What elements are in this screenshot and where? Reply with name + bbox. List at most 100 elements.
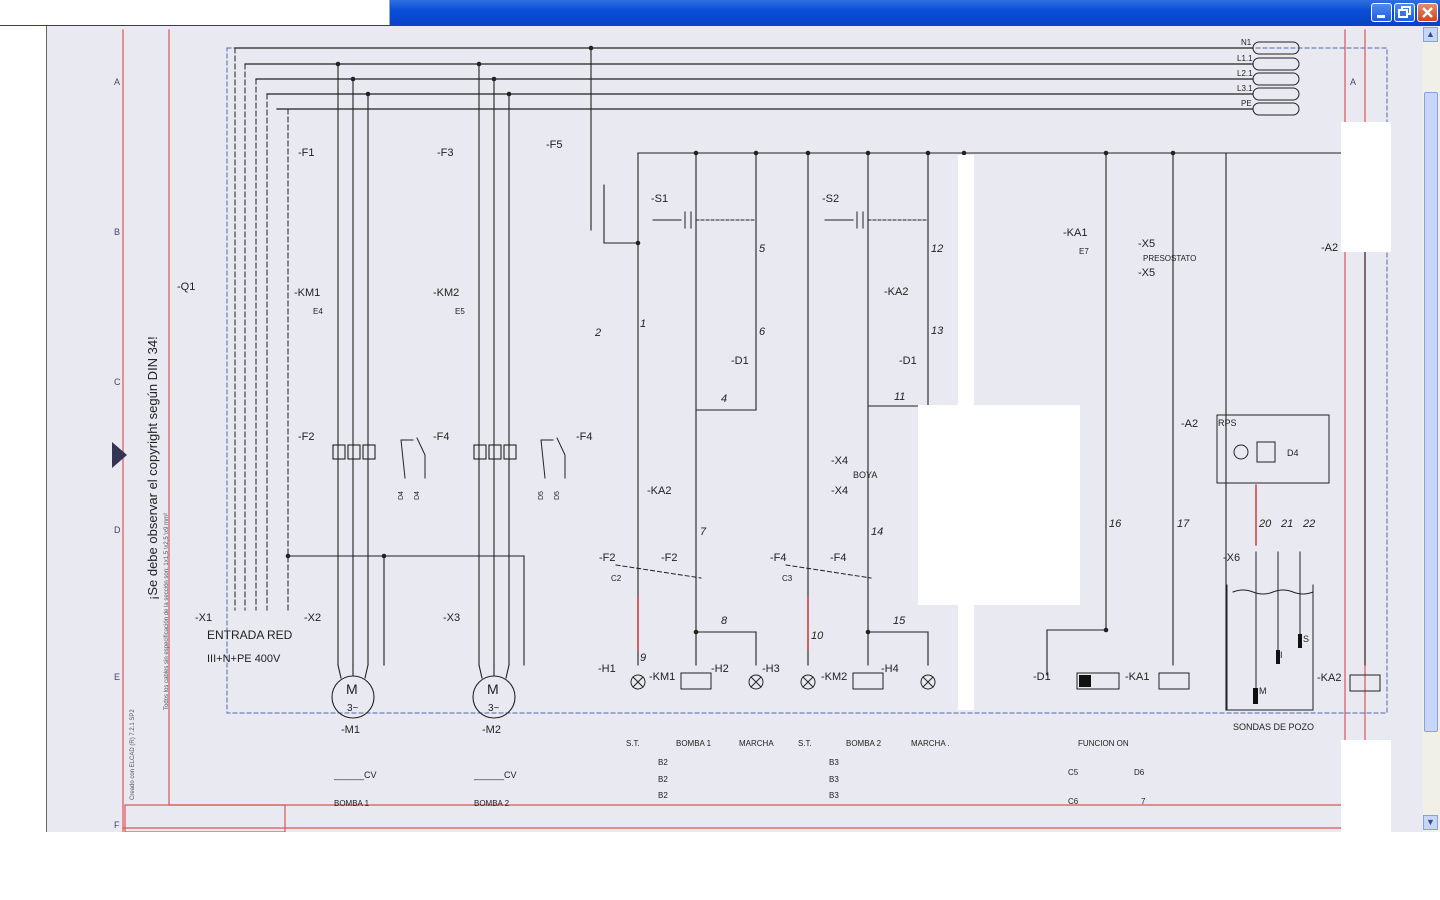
legend-c5: C5 <box>1068 768 1079 777</box>
f4-aux-contact-label: -F4 <box>830 552 847 564</box>
probe-tips <box>1253 634 1302 704</box>
close-button[interactable] <box>1417 3 1438 22</box>
m2-label: -M2 <box>482 724 501 736</box>
row-marker-c: C <box>114 377 121 387</box>
row-marker-e: E <box>114 672 120 682</box>
d4-label: D4 <box>1287 448 1299 458</box>
s2-label: -S2 <box>822 193 839 205</box>
x5-lower-label: -X5 <box>1138 267 1155 279</box>
selector-switches <box>615 211 929 579</box>
boya-label: BOYA <box>853 470 877 480</box>
row-marker-d: D <box>114 525 121 535</box>
a2-contact-label: -A2 <box>1321 242 1338 254</box>
h1-label: -H1 <box>598 663 616 675</box>
bomba1-label: BOMBA 1 <box>334 799 370 808</box>
row-marker-b: B <box>114 227 120 237</box>
d1-right-label: -D1 <box>899 355 917 367</box>
d1-upper-label: -D1 <box>731 355 749 367</box>
f1-label: -F1 <box>298 147 315 159</box>
wire-11: 11 <box>894 391 905 403</box>
ka2-upper-label: -KA2 <box>884 286 908 298</box>
wire-5: 5 <box>759 243 766 255</box>
f4-aux-label: -F4 <box>576 431 593 443</box>
row-markers: A B C D E F A <box>114 77 1356 830</box>
relay-aux-contacts <box>400 437 566 479</box>
wire-7: 7 <box>700 526 707 538</box>
motor2-circuit <box>472 63 525 719</box>
legend-funcion: FUNCION ON <box>1078 739 1129 748</box>
wire-16: 16 <box>1109 518 1122 530</box>
legend-d7: 7 <box>1141 797 1146 806</box>
q1-label: -Q1 <box>177 281 195 293</box>
d1-coil-label: -D1 <box>1033 671 1051 683</box>
wire-numbers: 1 2 4 5 6 7 8 9 10 11 12 13 14 15 16 17 … <box>594 243 1315 664</box>
legend-d6: D6 <box>1134 768 1145 777</box>
supply-drops <box>234 47 289 611</box>
cv2-label: ______CV <box>473 770 517 780</box>
wire-15: 15 <box>893 615 906 627</box>
close-icon <box>1422 7 1433 18</box>
km2-label: -KM2 <box>433 287 459 299</box>
wire-12: 12 <box>931 243 943 255</box>
h2-label: -H2 <box>711 663 729 675</box>
f2-label: -F2 <box>298 431 315 443</box>
erasures <box>918 122 1391 850</box>
presostato-label: PRESOSTATO <box>1143 254 1196 263</box>
legend-b3-c: B3 <box>829 791 839 800</box>
m1-symbol: M <box>346 681 358 697</box>
legend-st2: S.T. <box>798 739 812 748</box>
c3-label: C3 <box>782 574 793 583</box>
sondas-label: SONDAS DE POZO <box>1233 722 1314 732</box>
red-wires <box>637 484 1257 651</box>
km1-ref: E4 <box>313 307 323 316</box>
restore-button[interactable] <box>1394 3 1415 22</box>
pilot-lamps <box>630 674 936 690</box>
legend-b3-b: B3 <box>829 775 839 784</box>
restore-icon <box>1398 6 1411 18</box>
m2-symbol: M <box>487 681 499 697</box>
m2-phase: 3~ <box>488 703 500 714</box>
legend-marcha2: MARCHA . <box>911 739 950 748</box>
a2-module-label: -A2 <box>1181 418 1198 430</box>
s1-label: -S1 <box>651 193 668 205</box>
f2-aux-label: -F2 <box>661 552 678 564</box>
m1-phase: 3~ <box>347 703 359 714</box>
bus-terminals <box>1252 41 1300 116</box>
d4-ref-a: D4 <box>398 491 405 500</box>
wire-1: 1 <box>640 318 646 330</box>
supply-labels: -Q1 -X1 ENTRADA RED III+N+PE 400V <box>177 281 293 665</box>
supply-label: ENTRADA RED <box>207 628 293 642</box>
ka2-middle-label: -KA2 <box>647 485 671 497</box>
minimize-icon <box>1377 15 1385 18</box>
km1-coil-label: -KM1 <box>649 671 675 683</box>
wire-6: 6 <box>759 326 766 338</box>
supply-bus <box>234 47 1254 110</box>
d1-coil-fill <box>1079 675 1091 687</box>
bus-label-pe: PE <box>1241 99 1252 108</box>
wire-8: 8 <box>721 615 728 627</box>
schematic-diagram: A B C D E F A ¡Se debe observar el copyr… <box>112 29 1391 850</box>
control-panel-boundary <box>226 47 1388 714</box>
relay-aux-refs: D4 D4 D5 D5 <box>398 491 561 500</box>
wire-14: 14 <box>871 526 883 538</box>
ka1-ref: E7 <box>1079 247 1089 256</box>
row-marker-a: A <box>114 77 120 87</box>
bomba2-label: BOMBA 2 <box>474 799 510 808</box>
bus-label-l1: L1.1 <box>1237 54 1253 63</box>
x3-label: -X3 <box>443 612 460 624</box>
supply-spec: III+N+PE 400V <box>207 653 281 665</box>
scroll-thumb[interactable] <box>1424 92 1438 732</box>
legend-b2-a: B2 <box>658 758 668 767</box>
wire-22: 22 <box>1302 518 1315 530</box>
motor2-labels: -F3 -KM2 E5 -F4 -X3 -M2 ______CV BOMBA 2… <box>433 147 593 808</box>
row-marker-f: F <box>114 820 120 830</box>
ka2-coil-label: -KA2 <box>1317 672 1341 684</box>
f2-contact-label: -F2 <box>599 552 616 564</box>
minimize-button[interactable] <box>1371 3 1392 22</box>
cable-note: Todos los cables sin especificación de l… <box>164 513 170 710</box>
scroll-down-button[interactable]: ▼ <box>1423 815 1438 830</box>
rps-label: RPS <box>1218 418 1237 428</box>
wire-9: 9 <box>640 652 646 664</box>
control-labels: -F5 -S1 -S2 -KA2 -D1 -D1 -KA2 -X4 BOYA -… <box>546 139 1341 732</box>
scroll-up-button[interactable]: ▲ <box>1423 27 1438 42</box>
